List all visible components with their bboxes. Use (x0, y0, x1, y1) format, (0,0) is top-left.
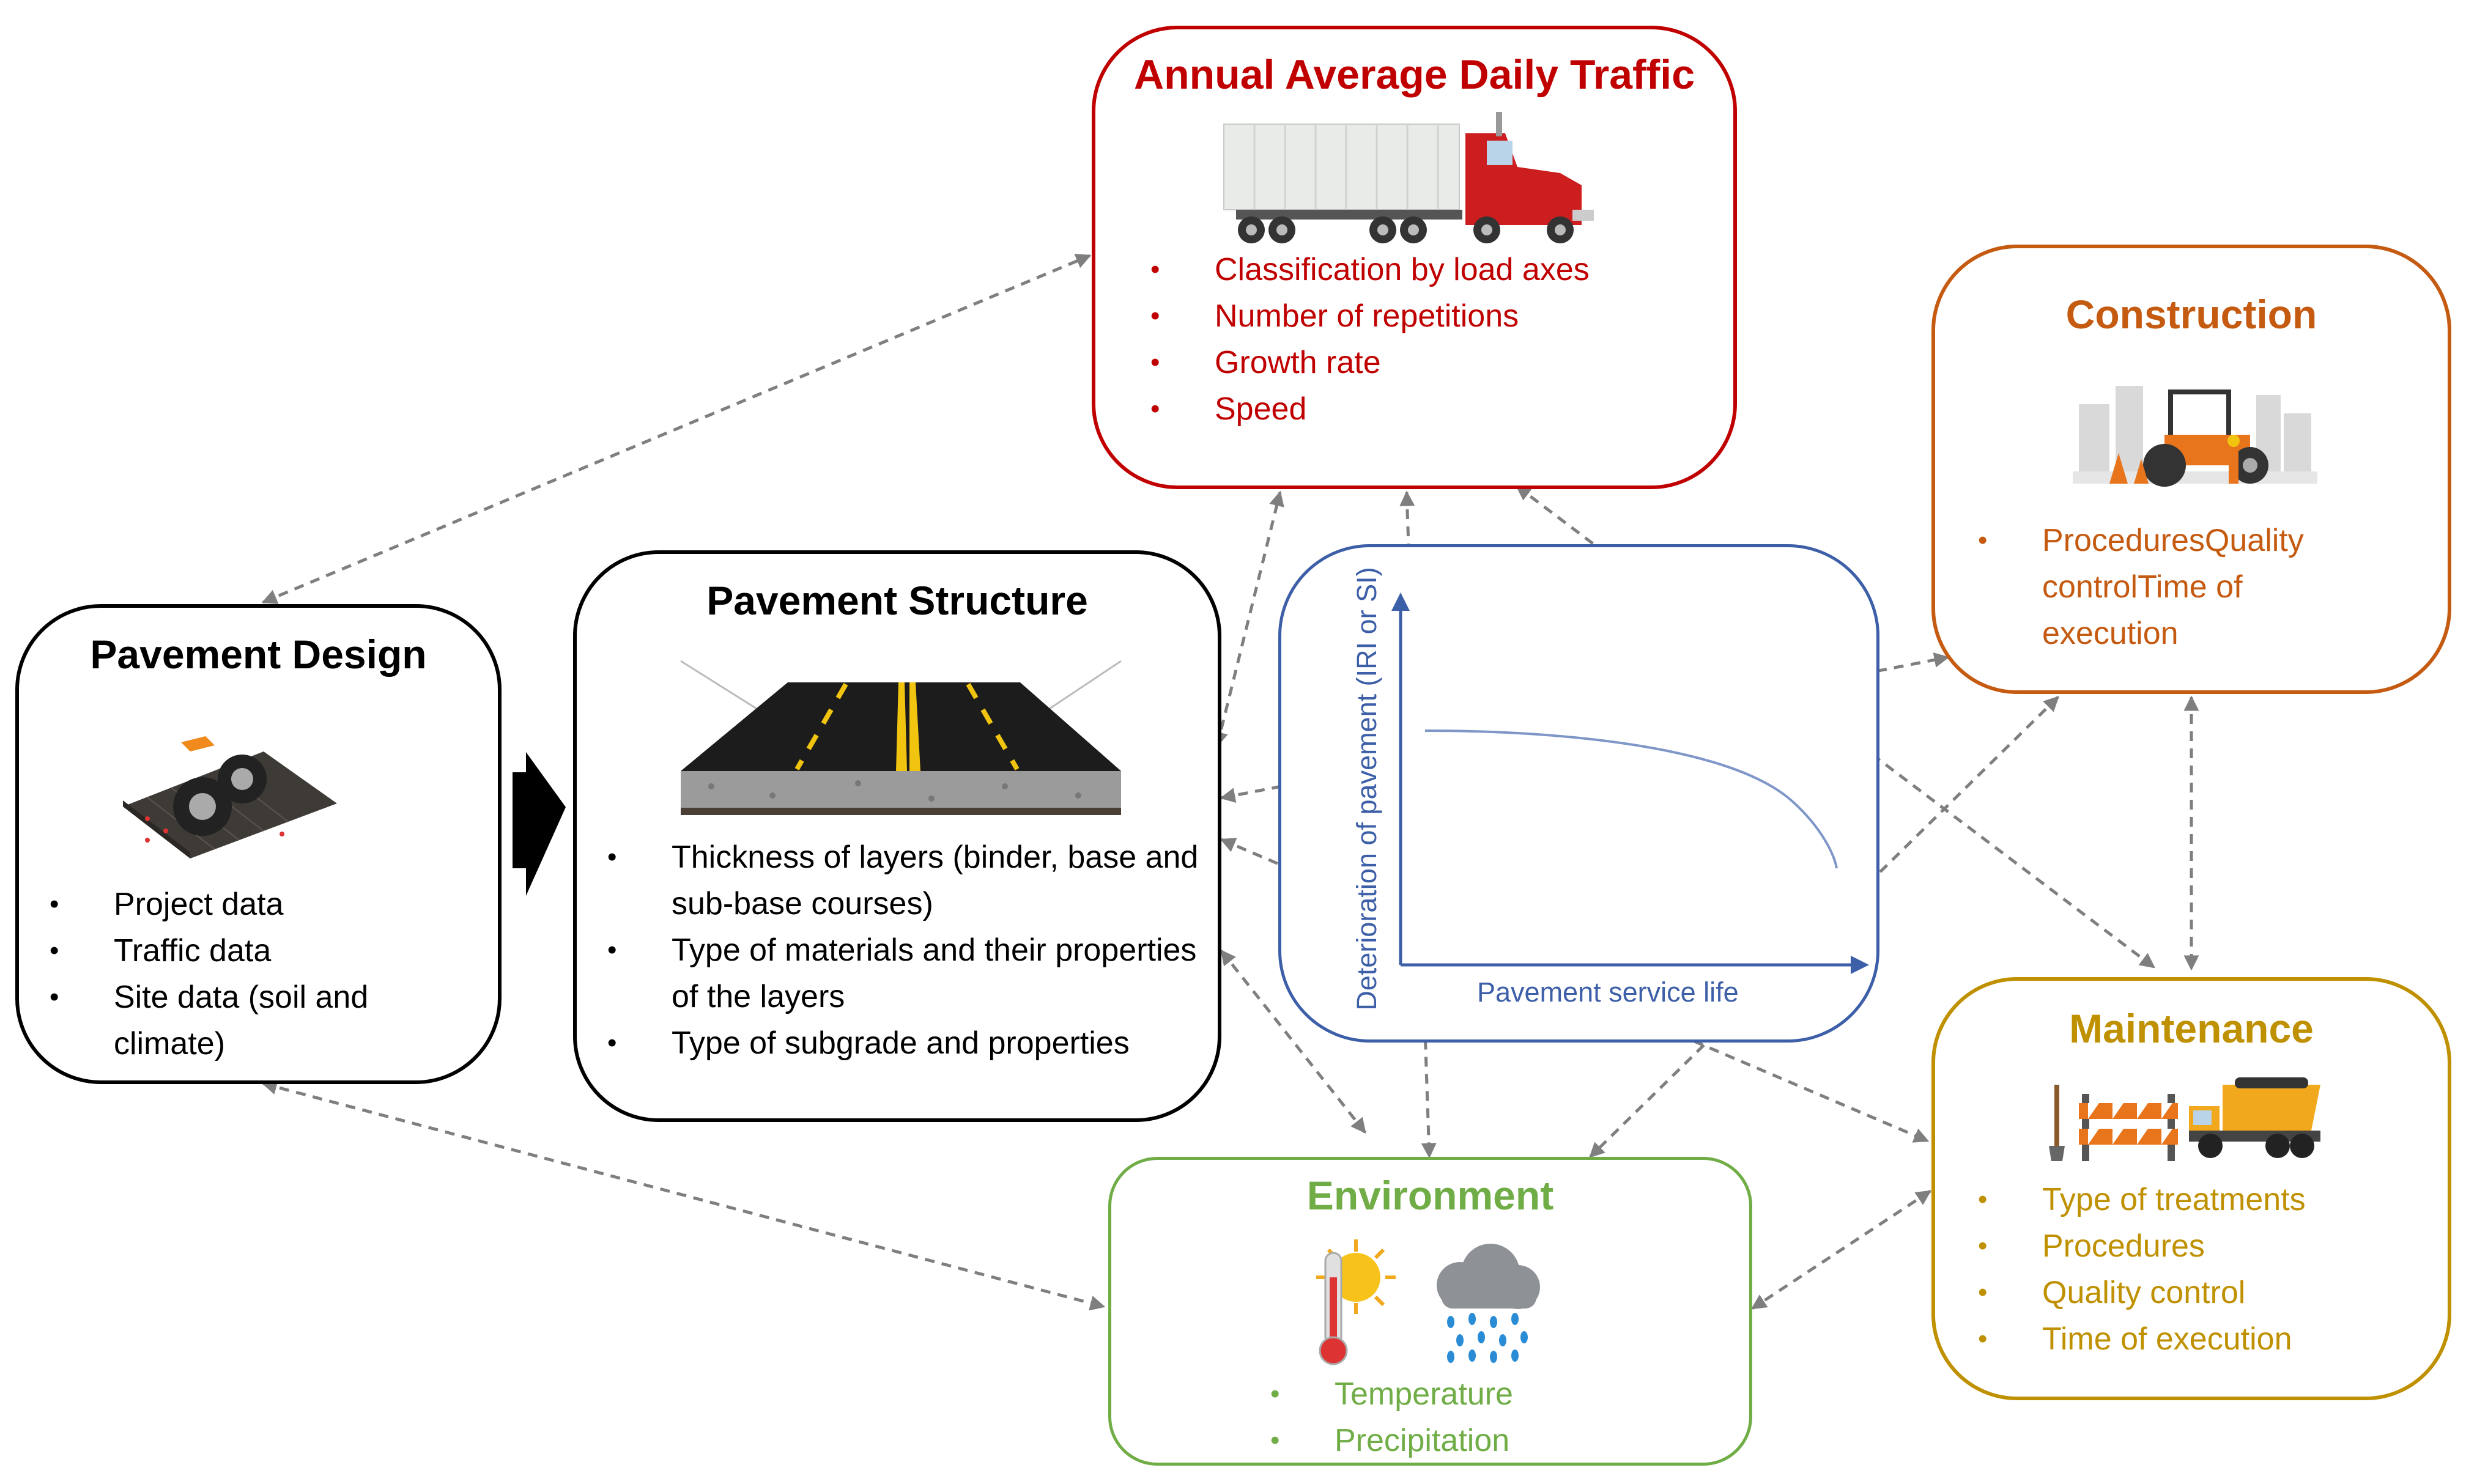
list-item: Temperature (1264, 1371, 1631, 1417)
list-item: Time of execution (1972, 1316, 2437, 1362)
list-item: Thickness of layers (binder, base and su… (601, 834, 1201, 927)
deterioration-curve (1424, 729, 1838, 869)
list-item: Project data (43, 881, 472, 928)
list-item: ProceduresQuality controlTime of executi… (1972, 517, 2314, 657)
pavement-structure-title: Pavement Structure (706, 578, 1088, 623)
deterioration-curve-box: Deterioration of pavement (IRI or SI) Pa… (1278, 544, 1879, 1043)
construction-box: Construction ProceduresQuality controlTi… (1931, 245, 2451, 694)
sun-thermometer-icon (1316, 1239, 1396, 1365)
pavement-design-list: Project data Traffic data Site data (soi… (43, 881, 472, 1067)
list-item: Classification by load axes (1144, 246, 1731, 293)
pavement-structure-box: Pavement Structure Thickness of layers (… (573, 550, 1221, 1122)
traffic-title: Annual Average Daily Traffic (1133, 51, 1695, 98)
traffic-list: Classification by load axes Number of re… (1144, 246, 1731, 432)
list-item: Type of subgrade and properties (601, 1020, 1201, 1066)
list-item: Precipitation (1264, 1417, 1631, 1464)
list-item: Growth rate (1144, 339, 1731, 386)
list-item: Site data (soil and climate) (43, 974, 472, 1067)
pavement-design-title: Pavement Design (90, 632, 427, 677)
asphalt-road-cross-section-icon (680, 660, 1122, 815)
environment-title: Environment (1306, 1173, 1554, 1218)
environment-list: Temperature Precipitation (1264, 1371, 1631, 1464)
construction-title: Construction (2065, 292, 2317, 337)
connector-structure-environment (1220, 950, 1366, 1134)
maintenance-title: Maintenance (2069, 1006, 2314, 1051)
pavement-structure-list: Thickness of layers (binder, base and su… (601, 834, 1201, 1066)
truck-icon (1223, 112, 1594, 243)
list-item: Number of repetitions (1144, 293, 1731, 339)
x-axis-label: Pavement service life (1477, 976, 1739, 1008)
traffic-box: Annual Average Daily Traffic Classificat… (1092, 26, 1737, 489)
list-item: Type of materials and their properties o… (601, 927, 1201, 1020)
road-roller-construction-icon (2073, 386, 2317, 487)
connector-design-traffic (261, 254, 1092, 604)
connector-maintenance-environment (1750, 1189, 1932, 1310)
road-barrier-shovel-icon (2049, 1085, 2178, 1161)
construction-list: ProceduresQuality controlTime of executi… (1972, 517, 2314, 657)
environment-box: Environment Temperature Precipitation (1108, 1157, 1752, 1466)
list-item: Quality control (1972, 1269, 2437, 1316)
list-item: Type of treatments (1972, 1176, 2437, 1223)
dump-truck-icon (2189, 1077, 2320, 1158)
maintenance-box: Maintenance Type of treatments Procedure… (1931, 977, 2451, 1400)
wheel-load-test-icon (123, 736, 337, 858)
right-arrow-icon (513, 752, 566, 896)
list-item: Traffic data (43, 928, 472, 974)
list-item: Procedures (1972, 1223, 2437, 1269)
connector-structure-traffic (1213, 490, 1284, 748)
deterioration-curve-chart (1391, 592, 1869, 974)
list-item: Speed (1144, 386, 1731, 432)
pavement-design-box: Pavement Design Project data Traffic dat… (15, 604, 502, 1084)
connector-design-environment (261, 1079, 1106, 1311)
rain-cloud-icon (1437, 1244, 1540, 1363)
maintenance-list: Type of treatments Procedures Quality co… (1972, 1176, 2437, 1362)
y-axis-label: Deterioration of pavement (IRI or SI) (1351, 567, 1382, 1011)
